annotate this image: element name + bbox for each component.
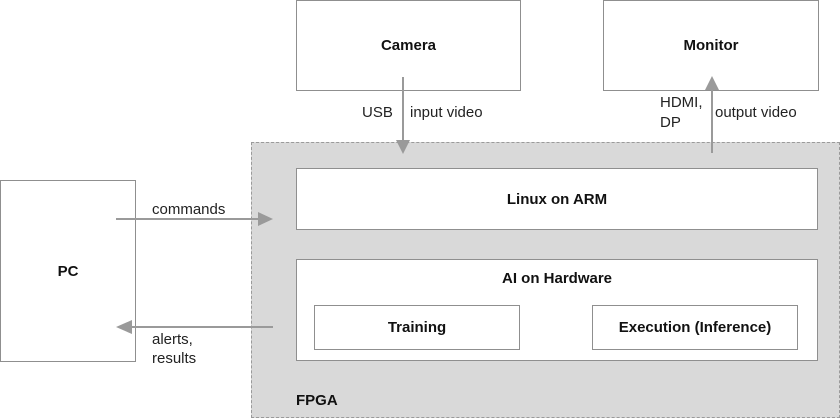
execution-label: Execution (Inference) (618, 319, 772, 336)
camera-node: Camera (296, 0, 521, 91)
execution-node: Execution (Inference) (592, 305, 798, 350)
dp-label: DP (660, 114, 681, 131)
fpga-to-monitor-arrow (705, 76, 719, 153)
results-label: results (152, 350, 197, 367)
alerts-arrow (116, 320, 273, 334)
hdmi-label: HDMI, (660, 94, 703, 111)
training-label: Training (387, 319, 447, 336)
monitor-node: Monitor (603, 0, 819, 91)
linux-on-arm-node: Linux on ARM (296, 168, 818, 230)
camera-label: Camera (380, 37, 437, 54)
linux-on-arm-label: Linux on ARM (506, 190, 608, 208)
camera-to-fpga-arrow (396, 77, 410, 154)
fpga-label: FPGA (296, 392, 338, 409)
ai-on-hardware-label: AI on Hardware (501, 270, 613, 287)
usb-label: USB (362, 104, 393, 121)
pc-label: PC (57, 262, 79, 280)
pc-node: PC (0, 180, 136, 362)
input-video-label: input video (410, 104, 483, 121)
training-node: Training (314, 305, 520, 350)
commands-label: commands (152, 201, 226, 218)
output-video-label: output video (715, 104, 797, 121)
alerts-label: alerts, (152, 331, 193, 348)
commands-arrow (116, 212, 273, 226)
monitor-label: Monitor (683, 37, 739, 54)
